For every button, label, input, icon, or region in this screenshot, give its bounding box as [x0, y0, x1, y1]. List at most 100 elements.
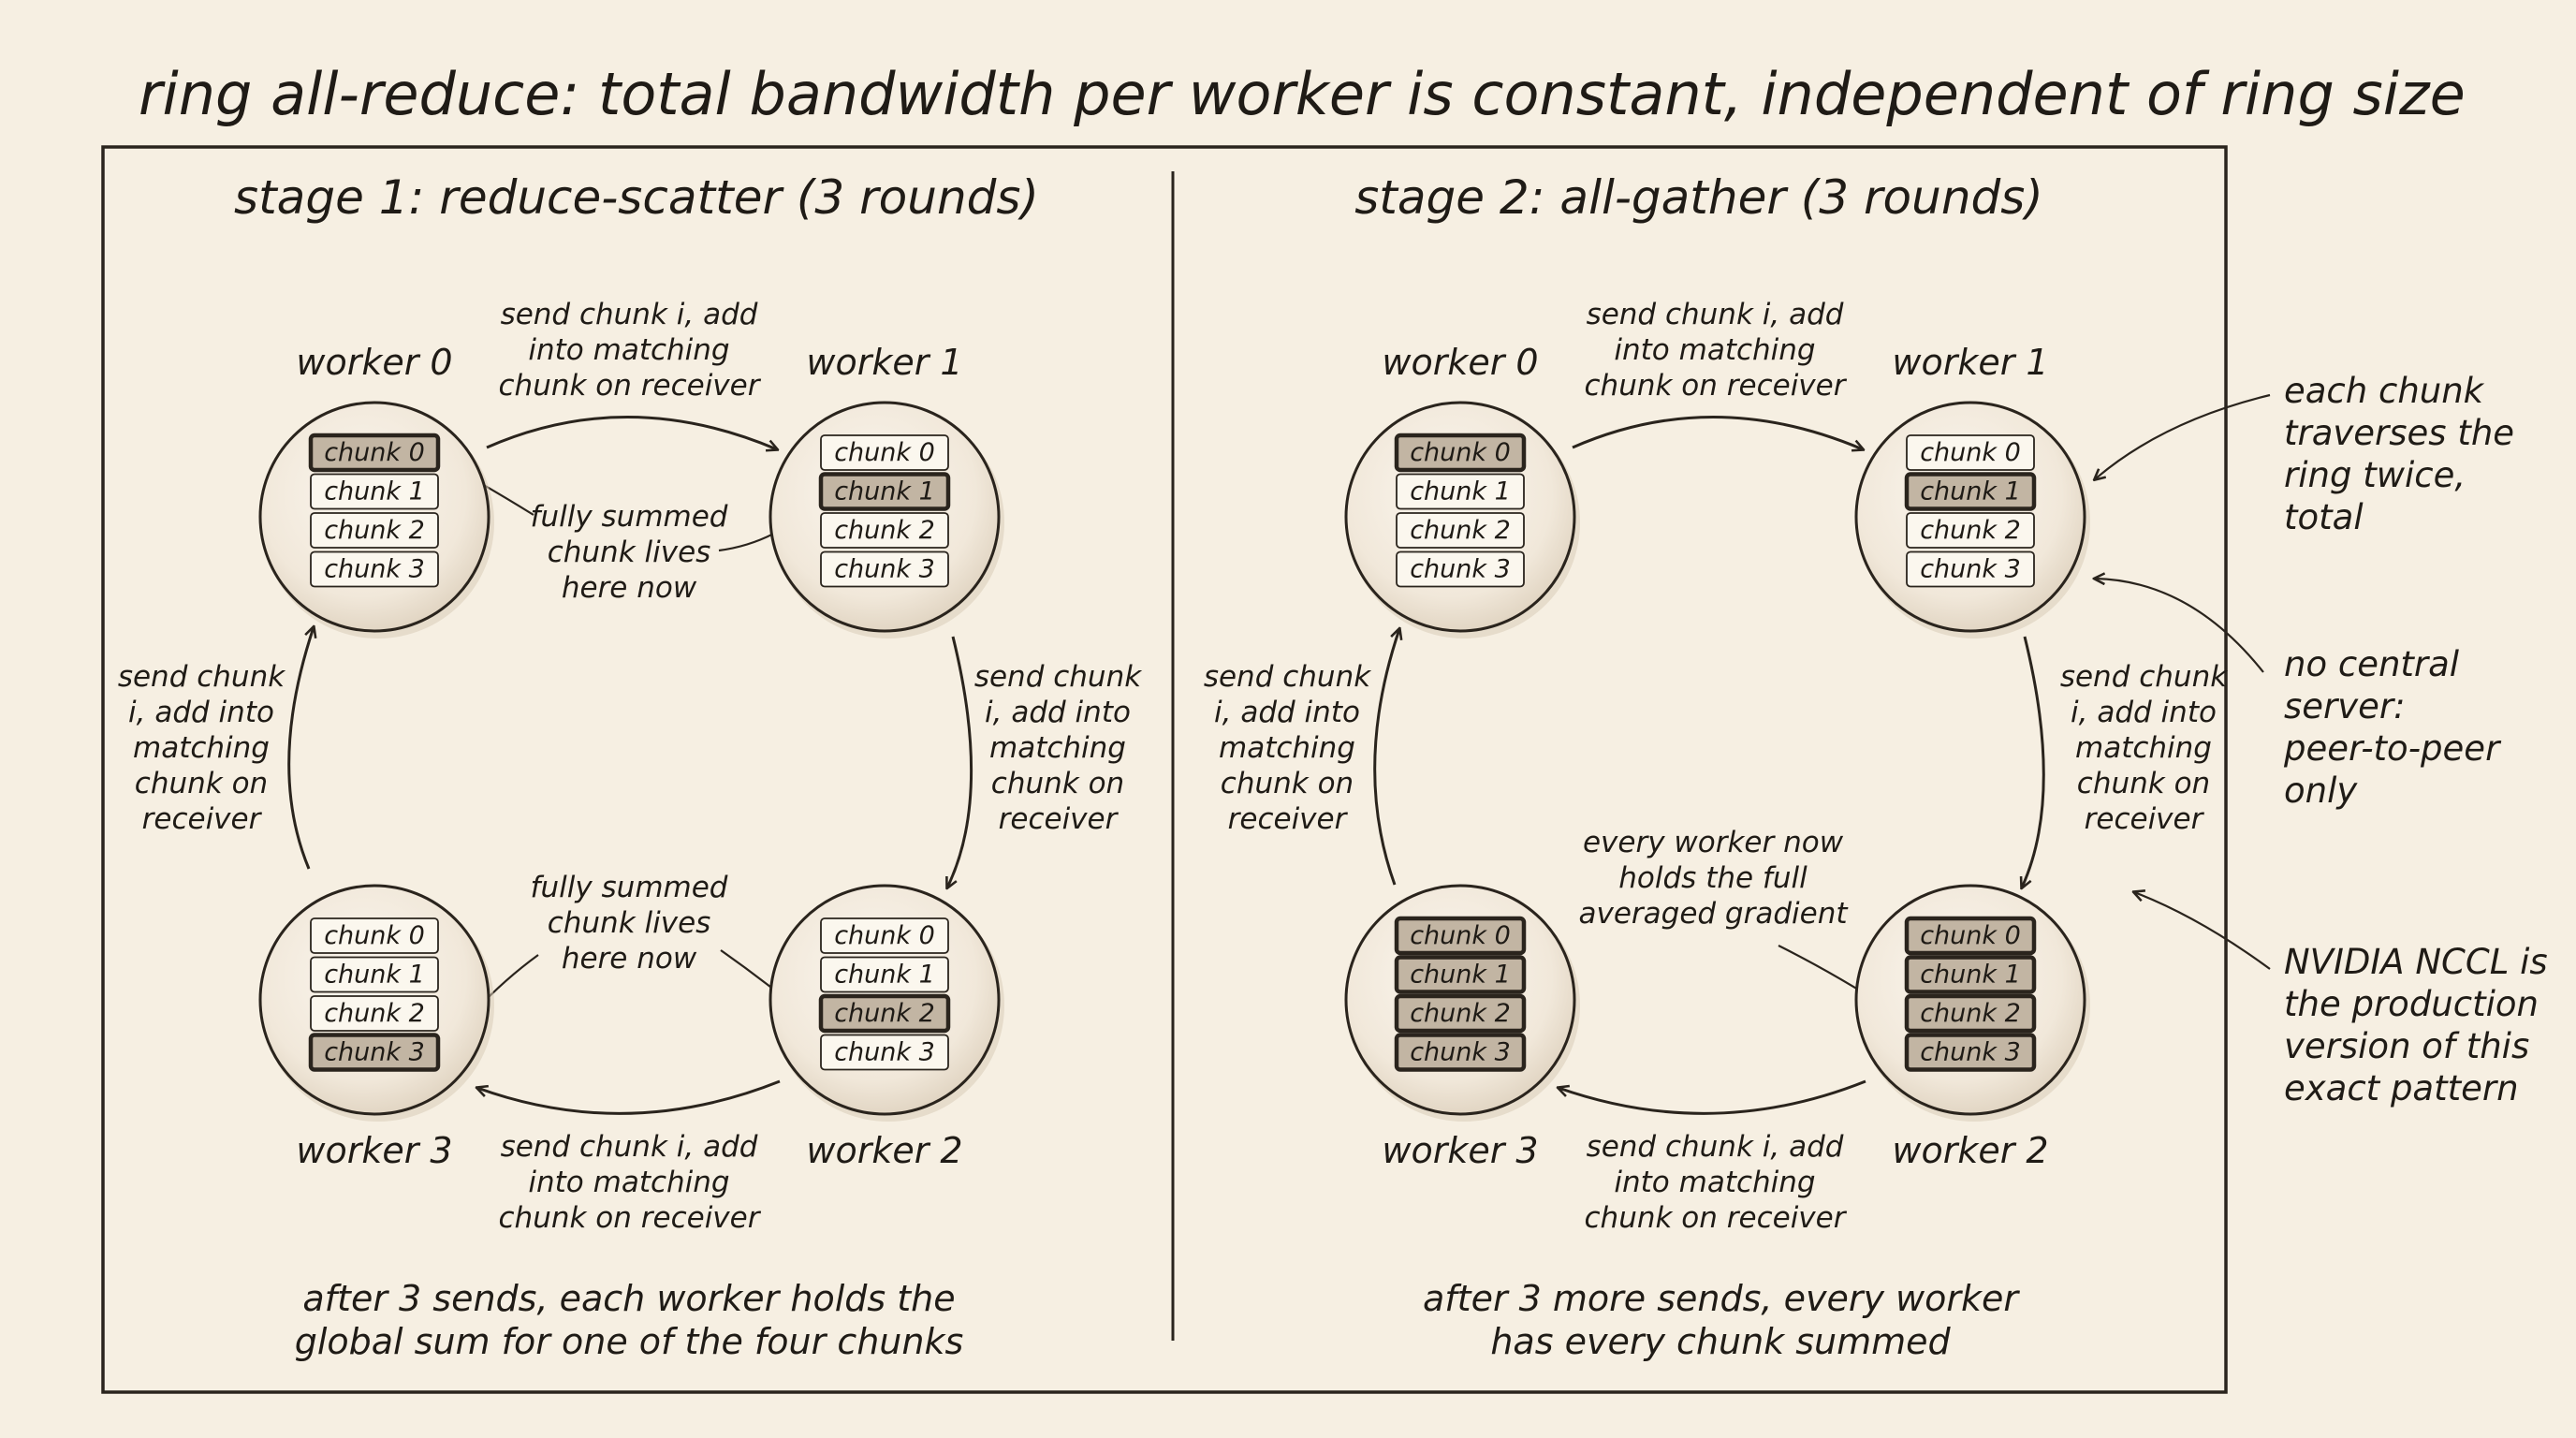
chunk-label: chunk 1: [834, 477, 935, 506]
chunk-box: [310, 473, 439, 510]
chunk-box: [1906, 512, 2035, 549]
chunk-label: chunk 3: [324, 555, 425, 584]
chunk-label: chunk 2: [1920, 999, 2021, 1028]
worker-label: worker 1: [1892, 342, 2048, 383]
chunk-box-highlighted: [308, 433, 441, 473]
chunk-label: chunk 1: [1920, 961, 2021, 990]
chunk-label: chunk 0: [1410, 438, 1511, 467]
chunk-box-highlighted: [1904, 472, 2037, 511]
chunk-label: chunk 2: [1410, 516, 1511, 545]
chunk-box: [1396, 550, 1525, 588]
chunk-box-highlighted: [1904, 993, 2037, 1034]
chunk-label: chunk 0: [834, 438, 935, 467]
stage1-worker-2: chunk 0 chunk 1 chunk 2 chunk 3: [768, 884, 1004, 1122]
worker-label: worker 2: [806, 1130, 962, 1171]
worker-label: worker 3: [1382, 1130, 1538, 1171]
chunk-box: [820, 550, 949, 588]
stage1-worker-3: chunk 0 chunk 1 chunk 2 chunk 3: [258, 884, 494, 1122]
chunk-box: [1396, 512, 1525, 549]
chunk-label: chunk 1: [324, 477, 425, 506]
stage2-arrow-top: [1572, 416, 1863, 449]
chunk-box: [820, 956, 949, 993]
chunk-label: chunk 3: [1410, 1038, 1511, 1067]
chunk-box-highlighted: [1904, 916, 2037, 956]
stage2-worker-0: chunk 0 chunk 1 chunk 2 chunk 3: [1344, 401, 1580, 638]
chunk-label: chunk 0: [834, 921, 935, 950]
chunk-label: chunk 2: [834, 516, 935, 545]
chunk-label: chunk 0: [1410, 921, 1511, 950]
chunk-box-highlighted: [308, 1033, 441, 1072]
chunk-box: [310, 995, 439, 1032]
chunk-label: chunk 3: [1920, 555, 2021, 584]
chunk-label: chunk 0: [324, 921, 425, 950]
chunk-label: chunk 2: [324, 999, 425, 1028]
chunk-label: chunk 1: [324, 961, 425, 990]
stage2-title: stage 2: all-gather (3 rounds): [1354, 170, 2043, 225]
chunk-label: chunk 2: [324, 516, 425, 545]
chunk-box: [310, 956, 439, 993]
chunk-box: [820, 512, 949, 549]
chunk-box-highlighted: [818, 993, 951, 1034]
stage1-arrow-right: [947, 636, 973, 888]
stage1-worker-0: chunk 0 chunk 1 chunk 2 chunk 3: [258, 401, 494, 638]
worker-label: worker 0: [1382, 342, 1538, 383]
stage1-title: stage 1: reduce-scatter (3 rounds): [234, 170, 1039, 225]
worker-label: worker 1: [806, 342, 962, 383]
chunk-box: [1906, 550, 2035, 588]
chunk-box: [310, 512, 439, 549]
stage1-worker-1: chunk 0 chunk 1 chunk 2 chunk 3: [768, 401, 1004, 638]
chunk-label: chunk 3: [324, 1038, 425, 1067]
chunk-label: chunk 1: [834, 961, 935, 990]
chunk-label: chunk 2: [834, 999, 935, 1028]
chunk-box: [310, 550, 439, 588]
stage2-arrow-left: [1373, 629, 1399, 886]
chunk-label: chunk 3: [834, 555, 935, 584]
diagram-title: ring all-reduce: total bandwidth per wor…: [139, 60, 2466, 128]
side-note-2-arrow: [2095, 579, 2264, 673]
chunk-box-highlighted: [1394, 955, 1527, 994]
chunk-label: chunk 1: [1920, 477, 2021, 506]
chunk-label: chunk 0: [324, 438, 425, 467]
chunk-box: [820, 434, 949, 471]
stage1-arrow-bottom: [477, 1079, 781, 1115]
chunk-box: [1396, 473, 1525, 510]
chunk-box-highlighted: [1904, 955, 2037, 994]
chunk-label: chunk 1: [1410, 477, 1511, 506]
chunk-box-highlighted: [1904, 1033, 2037, 1072]
worker-label: worker 0: [296, 342, 452, 383]
chunk-label: chunk 3: [1410, 555, 1511, 584]
chunk-label: chunk 2: [1410, 999, 1511, 1028]
chunk-box: [820, 1034, 949, 1071]
outer-frame: [101, 145, 2228, 1394]
chunk-box-highlighted: [1394, 916, 1527, 956]
chunk-label: chunk 3: [834, 1038, 935, 1067]
chunk-box-highlighted: [1394, 993, 1527, 1034]
chunk-label: chunk 3: [1920, 1038, 2021, 1067]
chunk-label: chunk 2: [1920, 516, 2021, 545]
stage1-arrow-top: [486, 416, 777, 449]
worker-label: worker 2: [1892, 1130, 2048, 1171]
chunk-box-highlighted: [818, 472, 951, 511]
chunk-box: [1906, 434, 2035, 471]
chunk-box: [820, 917, 949, 954]
side-note-3-arrow: [2134, 892, 2271, 970]
side-note-1-arrow: [2095, 393, 2271, 479]
